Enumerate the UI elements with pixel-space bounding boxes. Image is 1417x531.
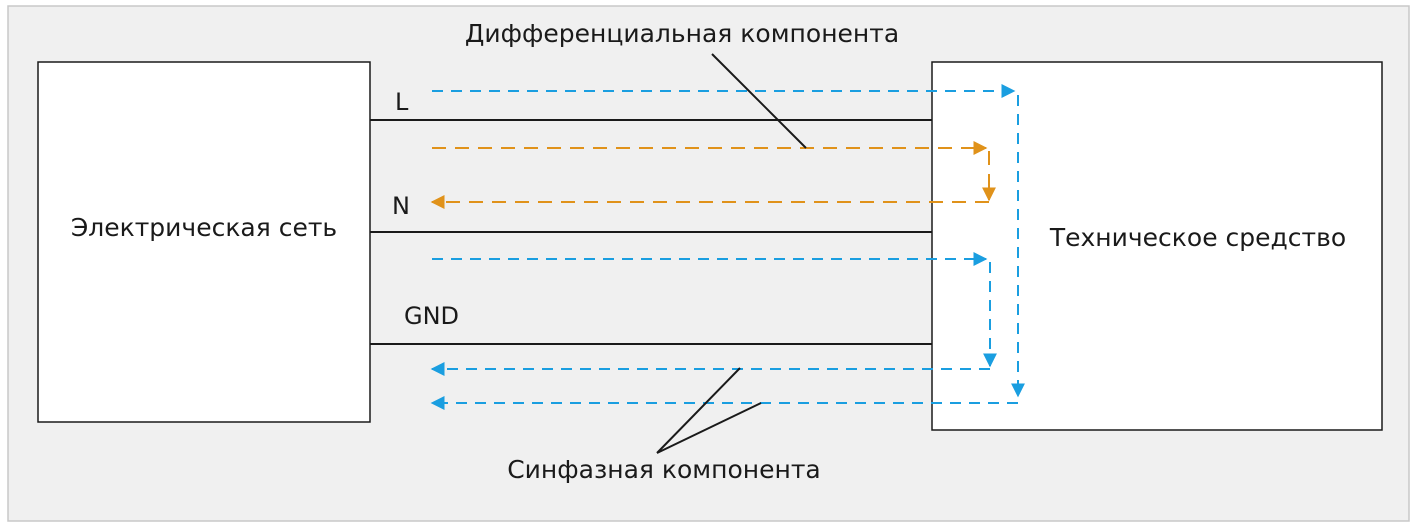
conductor-l-label: L bbox=[395, 88, 409, 116]
common-mode-leader-upper bbox=[656, 367, 741, 454]
power-grid-block bbox=[37, 61, 371, 423]
common-mode-label: Синфазная компонента bbox=[507, 455, 821, 484]
device-block bbox=[931, 61, 1383, 431]
differential-label: Дифференциальная компонента bbox=[465, 19, 899, 48]
common-mode-leader-lower bbox=[656, 402, 762, 454]
power-grid-label: Электрическая сеть bbox=[71, 213, 337, 242]
conductor-n-label: N bbox=[392, 192, 410, 220]
common-mode-path bbox=[430, 84, 1025, 410]
device-label: Техническое средство bbox=[1049, 223, 1346, 252]
conductor-gnd-label: GND bbox=[404, 302, 459, 330]
differential-leader bbox=[711, 53, 807, 149]
differential-path bbox=[430, 141, 996, 209]
